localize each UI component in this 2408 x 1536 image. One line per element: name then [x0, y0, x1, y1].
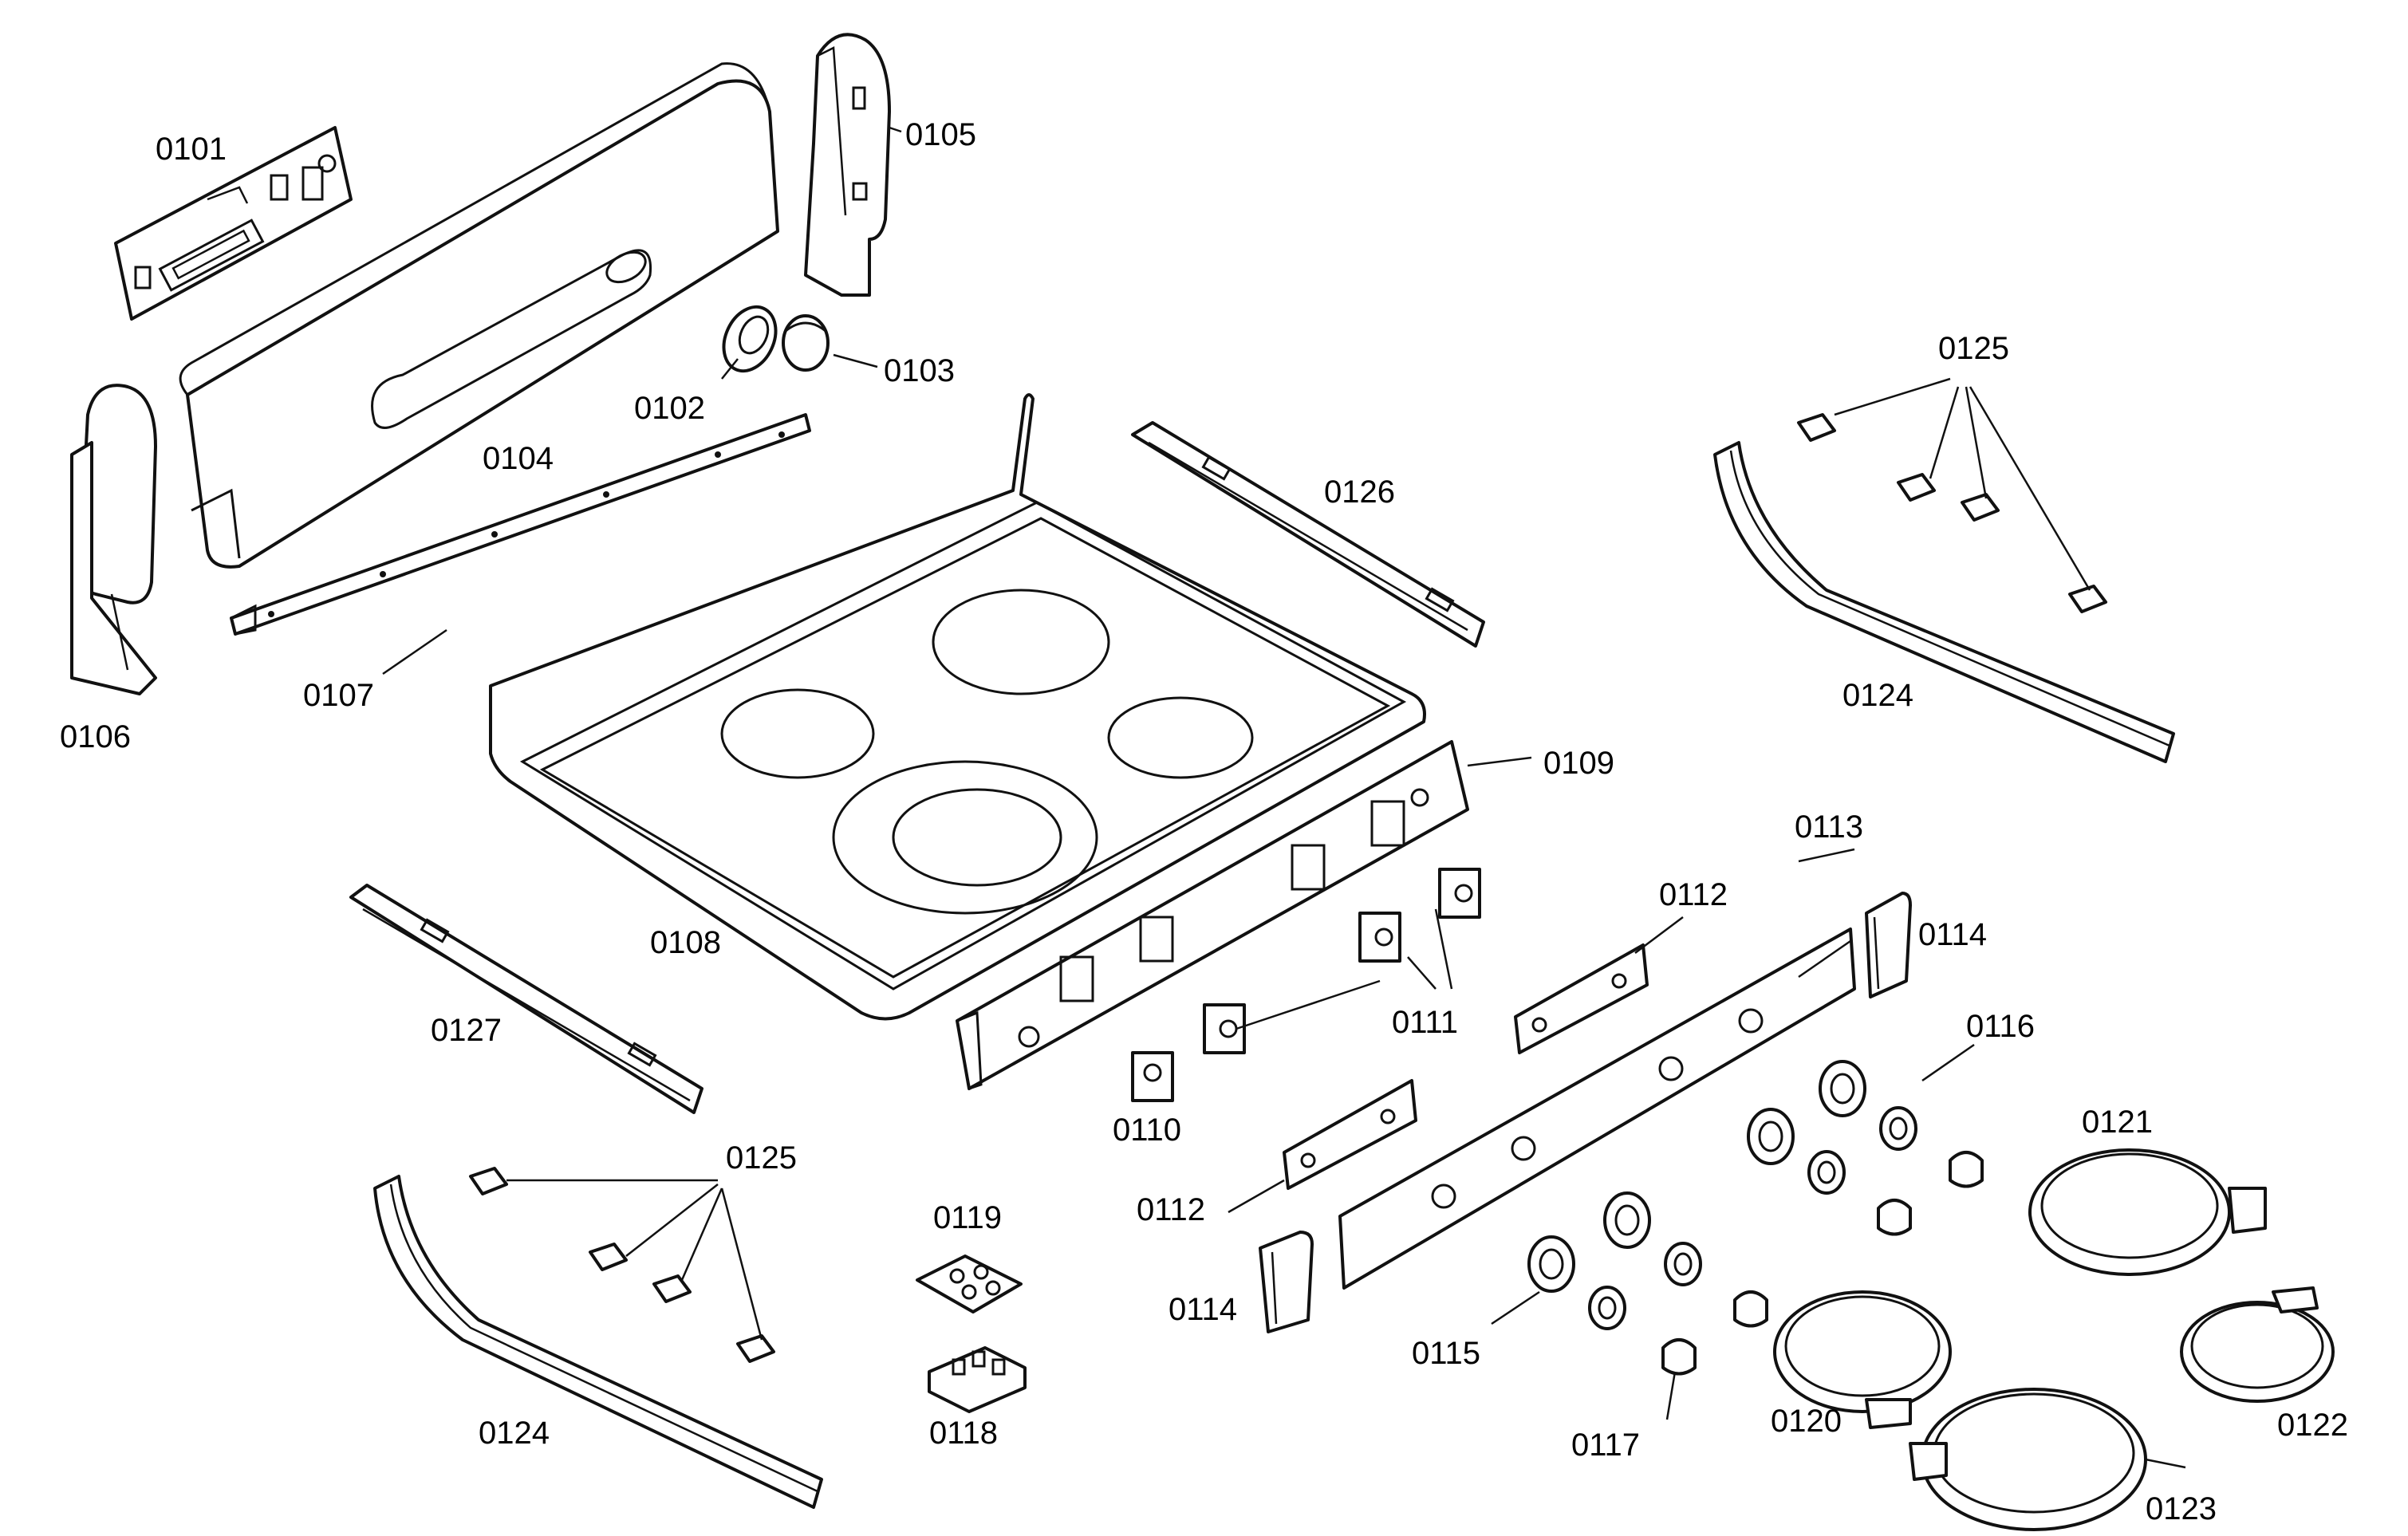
switch-0110	[1131, 1051, 1174, 1102]
switch-0111-b	[1358, 912, 1401, 963]
clips-0125-upper	[1797, 413, 2107, 613]
end-piece-0114-left	[1259, 1231, 1314, 1333]
label-0104: 0104	[483, 441, 554, 476]
ring-0116	[1588, 1106, 1917, 1330]
bezel-0102	[722, 305, 778, 373]
end-cap-right-0105	[804, 33, 891, 297]
bracket-strip-0107	[230, 413, 811, 636]
label-0101: 0101	[156, 132, 227, 167]
bezel-0115	[1527, 1060, 1866, 1293]
switch-0111-c	[1438, 868, 1481, 919]
element-ring-0121	[2028, 1148, 2267, 1276]
label-0126: 0126	[1324, 475, 1395, 510]
knob-0103	[782, 314, 830, 372]
label-0123: 0123	[2146, 1491, 2217, 1526]
cooktop-0108	[489, 393, 1426, 1021]
label-0127: 0127	[431, 1013, 502, 1048]
template-0119	[916, 1254, 1023, 1313]
label-0113: 0113	[1795, 809, 1863, 845]
label-0107: 0107	[303, 678, 374, 713]
label-0117: 0117	[1571, 1428, 1640, 1463]
label-0112-lower: 0112	[1137, 1192, 1205, 1227]
label-0108: 0108	[650, 925, 721, 960]
label-0109: 0109	[1543, 746, 1614, 781]
terminal-block-0118	[928, 1346, 1027, 1413]
backsplash-panel-0104	[179, 62, 779, 569]
bracket-0112-lower	[1283, 1079, 1417, 1190]
part-labels: 0101 0102 0103 0104 0105 0106 0107 0108 …	[60, 117, 2348, 1526]
label-0124-upper: 0124	[1842, 678, 1913, 713]
label-0103: 0103	[884, 353, 955, 388]
label-0110: 0110	[1113, 1113, 1181, 1148]
label-0112-upper: 0112	[1659, 877, 1728, 912]
bracket-0112-upper	[1514, 943, 1649, 1054]
front-bracket-0109	[956, 740, 1469, 1090]
knob-0117	[1661, 1151, 1984, 1376]
label-0102: 0102	[634, 391, 705, 426]
control-panel-0113	[1338, 928, 1856, 1290]
label-0124-lower: 0124	[479, 1416, 550, 1451]
element-ring-0122	[2180, 1286, 2335, 1403]
label-0111: 0111	[1392, 1005, 1458, 1040]
label-0125-upper: 0125	[1938, 331, 2009, 366]
control-board-0101	[114, 126, 353, 321]
clips-0125-lower	[469, 1167, 775, 1363]
end-piece-0114-right	[1865, 892, 1912, 998]
label-0121: 0121	[2082, 1105, 2153, 1140]
rail-0126	[1131, 421, 1485, 648]
label-0114-left: 0114	[1169, 1292, 1237, 1327]
label-0118: 0118	[929, 1416, 998, 1451]
label-0114-right: 0114	[1918, 917, 1987, 952]
leader-lines	[382, 126, 2186, 1469]
label-0119: 0119	[933, 1200, 1002, 1235]
element-ring-0123	[1909, 1388, 2147, 1531]
side-trim-0124-lower	[373, 1175, 823, 1509]
element-ring-0120	[1773, 1290, 1952, 1429]
side-trim-0124-upper	[1713, 441, 2175, 763]
label-0105: 0105	[905, 117, 976, 152]
label-0122: 0122	[2277, 1408, 2348, 1443]
label-0125-lower: 0125	[726, 1140, 797, 1176]
label-0120: 0120	[1771, 1404, 1842, 1439]
label-0106: 0106	[60, 719, 131, 754]
rail-0127	[349, 884, 703, 1114]
label-0115: 0115	[1412, 1336, 1480, 1371]
end-cap-left-0106	[70, 384, 157, 695]
label-0116: 0116	[1966, 1009, 2035, 1044]
